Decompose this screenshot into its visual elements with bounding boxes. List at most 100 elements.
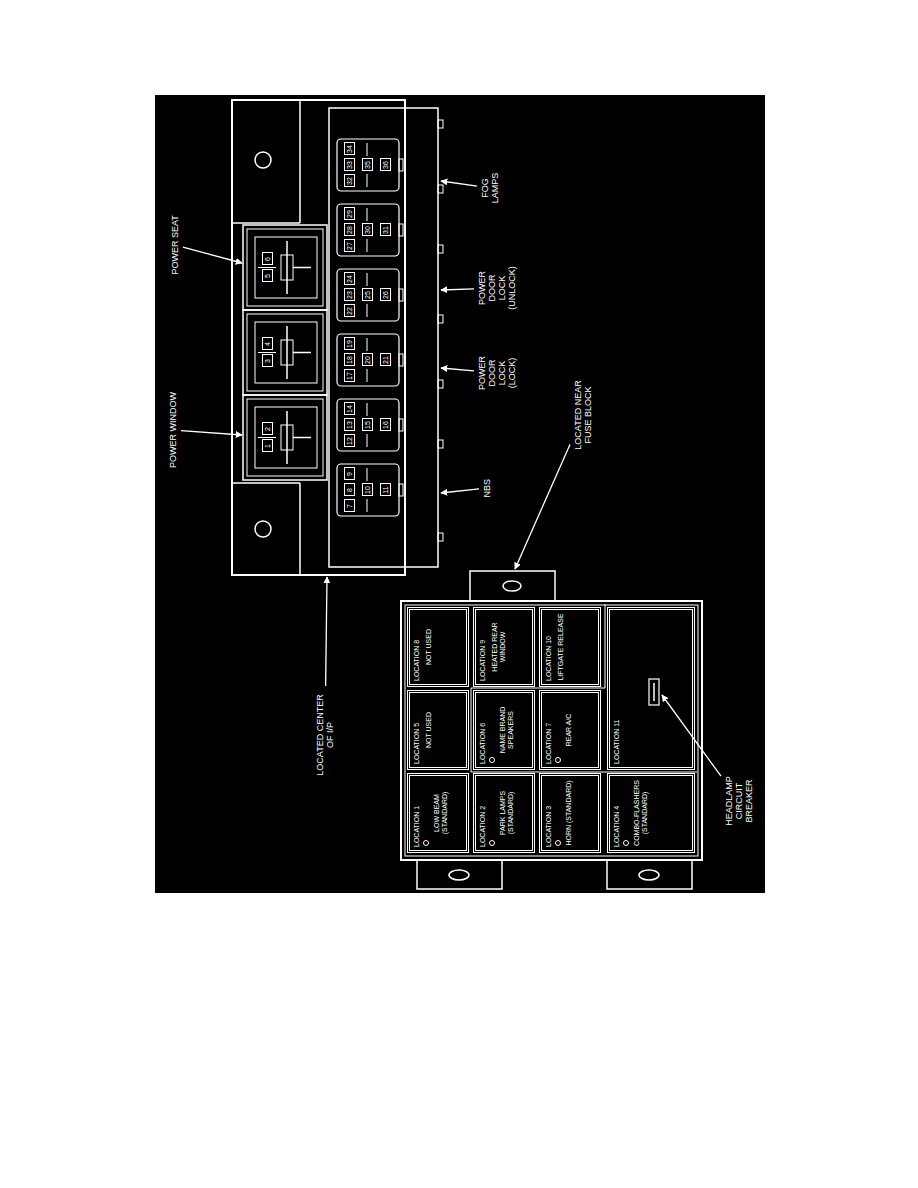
relay-body xyxy=(337,334,399,386)
pin-number: 20 xyxy=(362,354,373,367)
fuse-location: LOCATION 5NOT USED xyxy=(407,690,469,770)
circuit-name: PARK LAMPS (STANDARD) xyxy=(499,779,515,847)
callout-label: HEADLAMP CIRCUIT BREAKER xyxy=(724,772,754,830)
pin-number: 16 xyxy=(380,419,391,432)
circuit-breaker-symbol xyxy=(653,683,655,701)
mounting-ear xyxy=(299,100,301,223)
mounting-slot xyxy=(503,581,521,591)
pin-number: 5 xyxy=(262,270,273,283)
location-number: LOCATION 1 xyxy=(413,779,421,847)
leader-line xyxy=(441,368,474,371)
pin-number: 6 xyxy=(262,253,273,266)
location-number: LOCATION 2 xyxy=(479,779,487,847)
pin-number: 33 xyxy=(344,159,355,172)
indicator-dot xyxy=(489,757,495,763)
callout-label: LOCATED CENTER OF I/P xyxy=(315,689,335,781)
relay-center-housing xyxy=(232,100,405,575)
housing-latch xyxy=(438,185,443,193)
pin-number: 9 xyxy=(344,468,355,481)
relay-terminal xyxy=(367,468,368,481)
relay-terminal xyxy=(281,425,293,450)
relay-terminal xyxy=(281,255,293,280)
relay-cavity xyxy=(247,399,323,476)
relay-tray xyxy=(329,108,438,567)
location-number: LOCATION 4 xyxy=(613,779,621,847)
fuse-location: LOCATION 1 LOW BEAM (STANDARD) xyxy=(407,773,469,853)
relay-cavity xyxy=(247,314,323,391)
location-number: LOCATION 3 xyxy=(545,779,553,847)
pin-number: 23 xyxy=(344,289,355,302)
relay-cavity xyxy=(243,395,327,480)
indicator-dot xyxy=(423,840,429,846)
leader-line xyxy=(441,489,479,493)
relay-terminal xyxy=(367,273,368,286)
relay-terminal xyxy=(367,403,368,416)
relay-terminal xyxy=(293,352,311,354)
leader-line xyxy=(441,289,474,290)
relay-body xyxy=(337,464,399,516)
pin-number: 13 xyxy=(344,419,355,432)
fuse-block-housing xyxy=(401,601,702,860)
relay-terminal xyxy=(367,239,368,252)
relay-body xyxy=(337,269,399,321)
fuse-location: LOCATION 3 HORN (STANDARD) xyxy=(539,773,601,853)
relay-terminal xyxy=(399,289,403,301)
relay-terminal xyxy=(367,174,368,187)
circuit-name: COMBO-FLASHERS (STANDARD) xyxy=(633,779,649,847)
fuse-location: LOCATION 7 REAR A/C xyxy=(539,690,601,770)
indicator-dot xyxy=(623,840,629,846)
location-number: LOCATION 7 xyxy=(545,696,553,764)
pin-number: 14 xyxy=(344,403,355,416)
fuse-block-inner-wall xyxy=(405,605,698,856)
circuit-name: REAR A/C xyxy=(565,696,573,764)
location-number: LOCATION 11 xyxy=(613,613,621,764)
relay-terminal xyxy=(281,340,293,365)
mounting-tab xyxy=(607,860,692,889)
leader-line xyxy=(326,577,327,686)
relay-terminal xyxy=(399,224,403,236)
housing-latch xyxy=(438,533,443,541)
pin-number: 10 xyxy=(362,484,373,497)
callout-label: POWER DOOR LOCK (LOCK) xyxy=(477,351,517,395)
pin-number: 31 xyxy=(380,224,391,237)
relay-body xyxy=(337,139,399,191)
fuse-location: LOCATION 8 NOT USED xyxy=(407,607,469,687)
callout-label: LOCATED NEAR FUSE BLOCK xyxy=(573,373,593,457)
leader-line xyxy=(662,695,721,776)
relay-divider xyxy=(258,437,276,438)
fuse-location: LOCATION 9HEATED REAR WINDOW xyxy=(473,607,535,687)
mounting-hole xyxy=(255,521,271,537)
housing-latch xyxy=(438,440,443,448)
relay-terminal xyxy=(293,437,311,439)
relay-terminal xyxy=(367,304,368,317)
location-number: LOCATION 8 xyxy=(413,613,421,681)
relay-body xyxy=(255,407,317,468)
pin-number: 36 xyxy=(380,159,391,172)
circuit-name: LOW BEAM (STANDARD) xyxy=(433,779,449,847)
pin-number: 27 xyxy=(344,240,355,253)
pin-number: 2 xyxy=(262,423,273,436)
mounting-ear xyxy=(299,483,301,575)
circuit-name: LIFTGATE RELEASE xyxy=(557,613,565,681)
relay-terminal xyxy=(367,369,368,382)
relay-terminal xyxy=(399,159,403,171)
relay-terminal xyxy=(367,338,368,351)
mounting-tab xyxy=(417,860,502,889)
circuit-name: NOT USED xyxy=(425,613,433,681)
circuit-name: HORN (STANDARD) xyxy=(565,779,573,847)
relay-terminal xyxy=(399,484,403,496)
location-number: LOCATION 6 xyxy=(479,696,487,764)
relay-terminal xyxy=(286,411,288,464)
circuit-name: NOT USED xyxy=(425,696,433,764)
indicator-dot xyxy=(489,840,495,846)
relay-cavity xyxy=(247,229,323,306)
relay-terminal xyxy=(399,354,403,366)
pin-number: 30 xyxy=(362,224,373,237)
relay-terminal xyxy=(367,208,368,221)
relay-terminal xyxy=(293,267,311,269)
relay-body xyxy=(337,204,399,256)
relay-cavity xyxy=(243,310,327,395)
pin-number: 24 xyxy=(344,273,355,286)
pin-number: 25 xyxy=(362,289,373,302)
relay-terminal xyxy=(367,143,368,156)
